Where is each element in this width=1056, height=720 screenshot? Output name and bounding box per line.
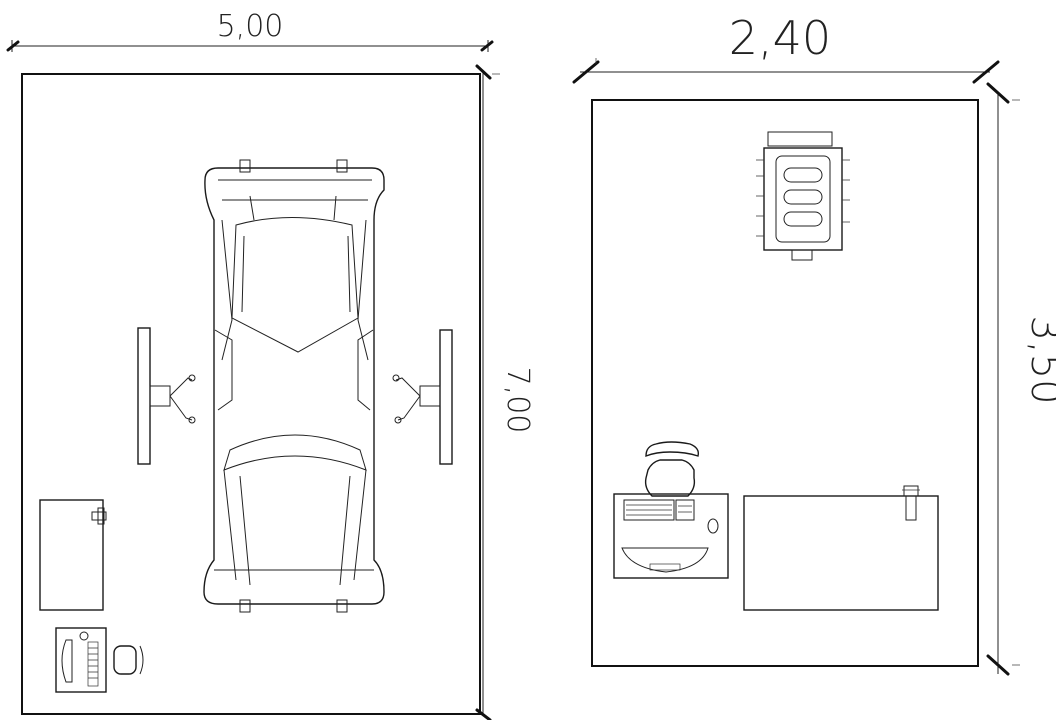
- car-top-view: [203, 159, 385, 613]
- right-width-label: 2,40: [729, 11, 831, 65]
- engine-block: [756, 131, 850, 261]
- left-width-label: 5,00: [217, 9, 284, 44]
- office-chair: [644, 441, 700, 497]
- left-desk-chair: [113, 645, 144, 675]
- left-lift-post: [137, 327, 196, 465]
- left-room-outline: [21, 73, 481, 715]
- right-plan: 2,40 3,50: [572, 11, 1056, 676]
- left-width-dimension: 5,00: [6, 9, 494, 52]
- left-height-label: 7,00: [500, 367, 535, 434]
- office-desk: [613, 493, 729, 579]
- left-desk: [55, 627, 107, 693]
- large-table: [743, 485, 939, 611]
- left-workbench: [39, 499, 107, 611]
- left-height-dimension: 7,00: [475, 64, 535, 720]
- right-lift-post: [392, 329, 453, 465]
- right-height-dimension: 3,50: [986, 82, 1056, 676]
- right-room-outline: [591, 99, 979, 667]
- right-width-dimension: 2,40: [572, 11, 1000, 84]
- left-plan: 5,00 7,00: [6, 9, 535, 720]
- right-height-label: 3,50: [1022, 315, 1056, 404]
